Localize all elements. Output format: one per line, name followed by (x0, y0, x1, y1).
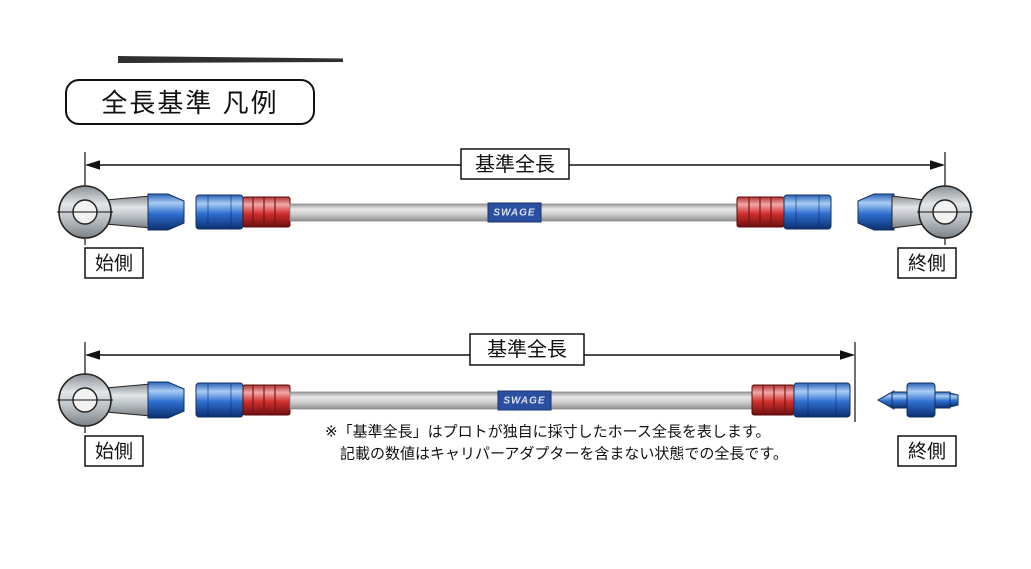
banjo-cone-nut (147, 193, 185, 231)
banjo-fitting-right-top (857, 185, 973, 239)
brand-plate (497, 390, 552, 411)
end-side-text: 終側 (908, 253, 946, 275)
start-side-box (84, 247, 144, 279)
arrowhead-right-bottom (840, 350, 855, 360)
brand-text: SWAGE (503, 396, 545, 407)
hose-body-bottom: SWAGE (195, 382, 851, 418)
hose-assembly-top: 基準全長 SWAGE (57, 148, 973, 279)
hex-fitting-blue-left (195, 382, 244, 418)
start-side-label-top: 始側 (84, 247, 144, 279)
swage-collar-red-left (242, 196, 291, 228)
banjo-cone-nut (147, 381, 185, 419)
start-side-text: 始側 (95, 253, 133, 275)
arrowhead-right-top (930, 160, 945, 170)
end-side-label-top: 終側 (897, 247, 957, 279)
end-side-label-bottom: 終側 (897, 435, 957, 467)
start-side-text: 始側 (95, 441, 133, 463)
end-side-box (897, 247, 957, 279)
arrowhead-left-top (85, 160, 100, 170)
legend-title-box (65, 79, 315, 125)
male-adapter-fitting (876, 382, 959, 418)
start-side-box (84, 435, 144, 467)
end-side-text: 終側 (908, 441, 946, 463)
banjo-fitting-left-bottom (57, 373, 185, 427)
end-side-box (897, 435, 957, 467)
dimension-label-box-top (460, 148, 570, 180)
banjo-fitting-left-top (57, 185, 185, 239)
adapter-hex (906, 382, 936, 418)
dimension-label-box-bottom (469, 333, 585, 366)
hex-fitting-blue-left (195, 194, 244, 230)
brand-text: SWAGE (493, 208, 535, 219)
brand-plate (487, 202, 542, 223)
dimension-top: 基準全長 (84, 148, 946, 245)
hose-body-top: SWAGE (195, 194, 832, 230)
hose-assembly-bottom: 基準全長 SWAGE (57, 333, 959, 467)
swage-collar-red-right (751, 384, 795, 416)
arrowhead-left-bottom (85, 350, 100, 360)
adapter-right-tip (949, 392, 959, 408)
hex-fitting-blue-right (793, 382, 851, 418)
footnote: ※「基準全長」はプロトが独自に採寸したホース全長を表します。 記載の数値はキャリ… (325, 423, 788, 463)
ink-smudge (118, 56, 343, 63)
banjo-cone-nut (857, 193, 895, 231)
swage-collar-red-left (242, 384, 291, 416)
legend-title: 全長基準 凡例 (65, 79, 315, 125)
footnote-line2: 記載の数値はキャリパーアダプターを含まない状態での全長です。 (340, 445, 788, 463)
dimension-label-top: 基準全長 (475, 153, 555, 176)
hex-fitting-blue-right (783, 194, 832, 230)
footnote-line1: ※「基準全長」はプロトが独自に採寸したホース全長を表します。 (325, 423, 770, 441)
legend-title-text: 全長基準 凡例 (101, 88, 278, 118)
dimension-bottom: 基準全長 (84, 333, 856, 433)
dimension-label-bottom: 基準全長 (487, 338, 567, 361)
start-side-label-bottom: 始側 (84, 435, 144, 467)
